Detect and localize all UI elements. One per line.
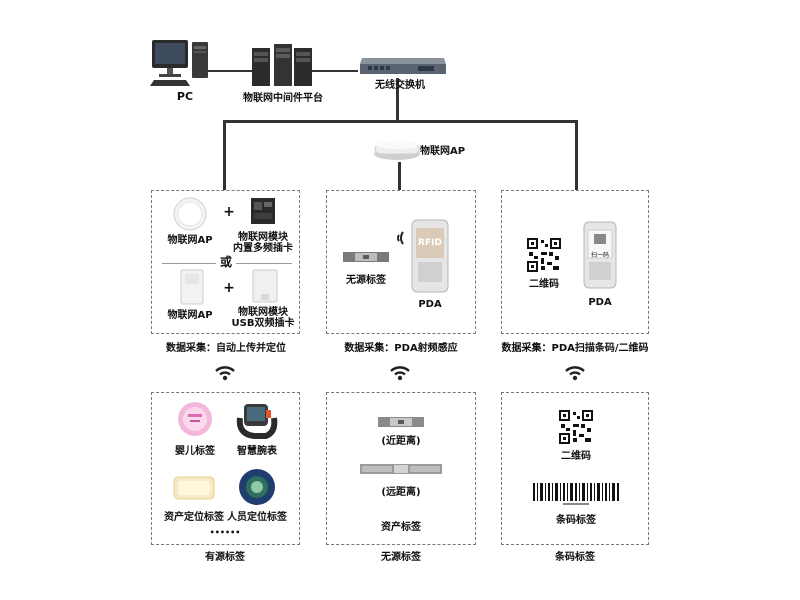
- baby-tag-icon: [177, 400, 213, 438]
- qr-code-icon-lower: [559, 410, 593, 444]
- caption-active: 数据采集：自动上传并定位: [166, 343, 286, 354]
- footer-passive: 无源标签: [381, 552, 421, 563]
- ap2-label: 物联网AP: [167, 310, 213, 321]
- usb-module-icon: [250, 268, 280, 304]
- asset-tag-label: 资产定位标签: [164, 512, 224, 523]
- caption-rfid: 数据采集：PDA射频感应: [344, 343, 458, 354]
- module1-label-line2: 内置多频插卡: [233, 243, 293, 254]
- module1-label-line1: 物联网模块: [238, 232, 288, 243]
- wifi-icon-2: [390, 365, 410, 381]
- pda-label-scan: PDA: [588, 297, 612, 308]
- collect-box-active: [151, 190, 300, 334]
- barcode-label: 条码标签: [556, 515, 596, 526]
- near-tag-label: (近距离): [381, 436, 421, 447]
- rfid-text: RFID: [418, 238, 442, 248]
- footer-active: 有源标签: [205, 552, 245, 563]
- tags-box-active: [151, 392, 300, 545]
- barcode-icon: [533, 483, 619, 507]
- asset-tag-group-label: 资产标签: [381, 522, 421, 533]
- qr-code-icon-upper: [527, 238, 561, 272]
- tags-box-barcode: [501, 392, 649, 545]
- link-ap-center: [398, 162, 401, 190]
- collect-box-rfid: [326, 190, 476, 334]
- ap-disc-icon: [170, 196, 210, 232]
- link-bus-horizontal: [223, 120, 578, 123]
- smart-watch-icon: [236, 400, 278, 440]
- server-icon: [250, 44, 314, 88]
- pda-label-rfid: PDA: [418, 299, 442, 310]
- asset-tag-icon: [173, 475, 215, 501]
- near-tag-icon: [378, 416, 424, 428]
- qr-label-lower: 二维码: [561, 451, 591, 462]
- pda-scan-icon: [582, 220, 618, 290]
- baby-tag-label: 婴儿标签: [175, 446, 215, 457]
- link-pc-middleware: [208, 70, 252, 72]
- pc-icon: [150, 38, 212, 88]
- middleware-label: 物联网中间件平台: [243, 93, 323, 104]
- person-tag-icon: [238, 468, 276, 506]
- switch-label: 无线交换机: [375, 80, 425, 91]
- rfid-tag-icon: [343, 250, 389, 264]
- plus-2: +: [223, 280, 235, 296]
- link-bus-left: [223, 120, 226, 190]
- ellipsis: ••••••: [209, 528, 241, 537]
- footer-barcode: 条码标签: [555, 552, 595, 563]
- tags-box-passive: [326, 392, 476, 545]
- pc-label: PC: [176, 90, 194, 103]
- module2-label-line1: 物联网模块: [238, 307, 288, 318]
- link-switch-down: [396, 78, 399, 123]
- passive-tag-label: 无源标签: [346, 275, 386, 286]
- far-tag-icon: [360, 463, 442, 475]
- caption-barcode: 数据采集：PDA扫描条码/二维码: [501, 343, 649, 354]
- signal-icon: [392, 230, 406, 246]
- wifi-icon-1: [215, 365, 235, 381]
- far-tag-label: (远距离): [381, 487, 421, 498]
- link-middleware-switch: [310, 70, 358, 72]
- ap-center-label: 物联网AP: [420, 146, 466, 157]
- collect-box-barcode: [501, 190, 649, 334]
- ap-box-icon: [177, 268, 207, 306]
- link-bus-right: [575, 120, 578, 190]
- pda-rfid-icon: [410, 218, 450, 294]
- or-label: 或: [216, 256, 236, 268]
- qr-label-upper: 二维码: [529, 279, 559, 290]
- scan-text: 扫一码: [590, 252, 609, 259]
- plus-1: +: [223, 204, 235, 220]
- module2-label-line2: USB双频插卡: [231, 318, 295, 329]
- person-tag-label: 人员定位标签: [227, 512, 287, 523]
- wifi-icon-3: [565, 365, 585, 381]
- ap-center-icon: [372, 138, 422, 162]
- module-card-icon: [248, 196, 278, 226]
- ap1-label: 物联网AP: [167, 235, 213, 246]
- switch-icon: [358, 56, 448, 76]
- smart-watch-label: 智慧腕表: [237, 446, 277, 457]
